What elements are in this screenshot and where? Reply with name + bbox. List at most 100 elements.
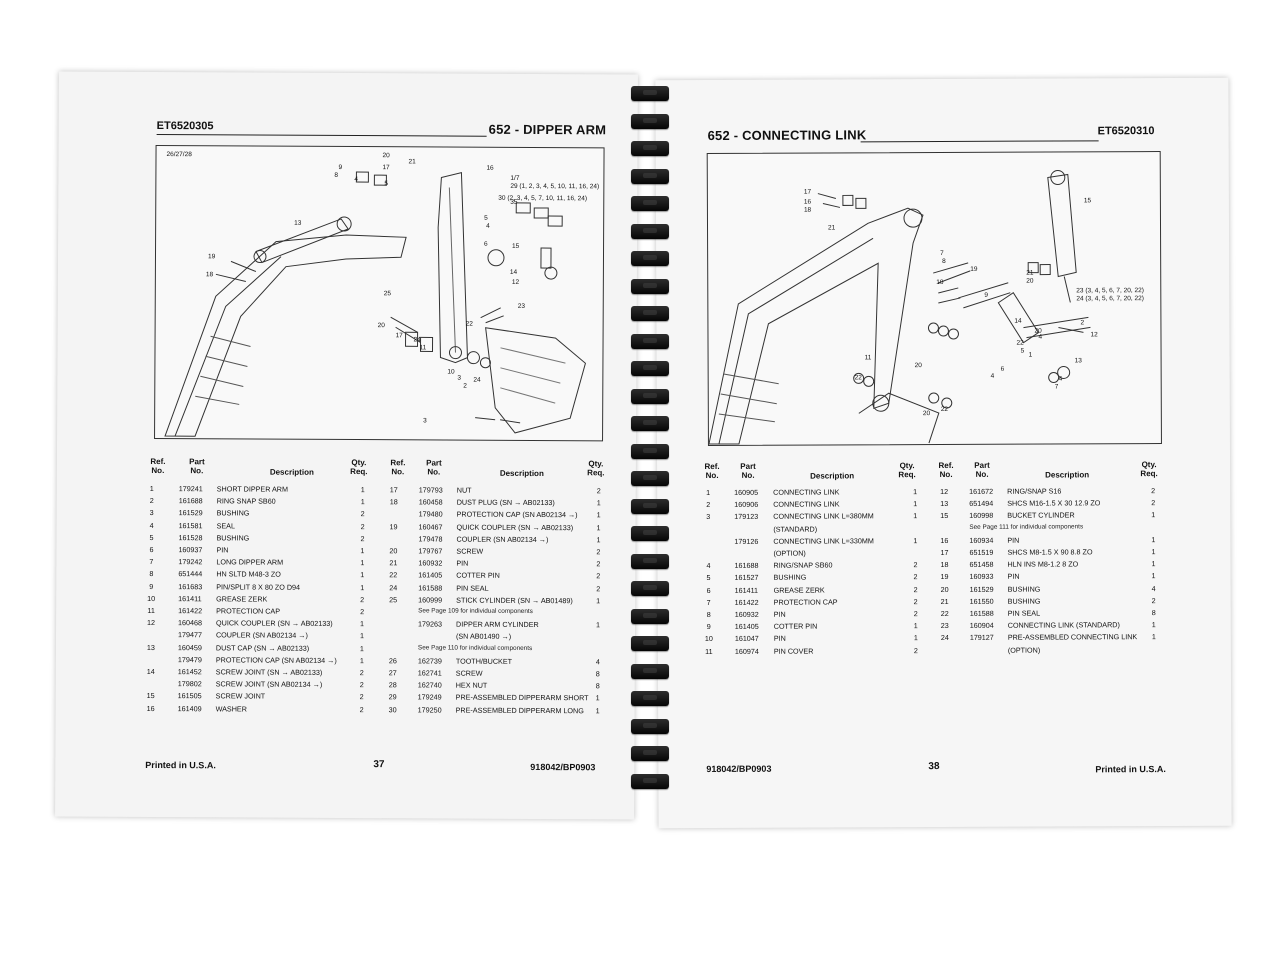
parts-qty: 2 — [913, 596, 918, 606]
parts-qty: 4 — [595, 657, 600, 667]
parts-ref: 24 — [389, 582, 398, 592]
parts-ref: 2 — [149, 496, 154, 506]
diagram-callout: 19 — [208, 253, 216, 260]
parts-ref: 17 — [389, 485, 398, 495]
parts-qty: 1 — [359, 631, 365, 641]
parts-qty: 2 — [913, 560, 918, 570]
page-number: 38 — [928, 761, 940, 773]
parts-part: 160459 — [177, 642, 202, 652]
binding-coil — [631, 471, 669, 486]
binding-coil — [631, 388, 669, 404]
header-qty-req-2: Qty. Req. — [1137, 460, 1161, 478]
parts-part: 160467 — [418, 521, 443, 532]
parts-desc: PIN — [216, 545, 229, 555]
parts-desc: CONNECTING LINK (STANDARD) — [1007, 620, 1120, 630]
parts-part: 161683 — [178, 581, 203, 591]
parts-qty: 8 — [595, 669, 600, 679]
parts-desc: PIN/SPLIT 8 X 80 ZO D94 — [216, 581, 301, 592]
parts-desc: DUST CAP (SN → AB02133) — [215, 642, 310, 653]
binding-coil — [631, 251, 669, 266]
parts-desc: BUSHING — [773, 572, 807, 583]
binding-coil — [631, 773, 669, 789]
parts-part: 160932 — [418, 558, 443, 568]
parts-qty: 2 — [1151, 595, 1156, 605]
parts-desc: BUSHING — [1007, 584, 1041, 594]
header-qty-label: Qty. Req. — [898, 461, 916, 480]
parts-part: 160999 — [418, 595, 443, 605]
parts-desc: DUST PLUG (SN → AB02133) — [456, 497, 555, 508]
header-rule — [156, 134, 487, 137]
parts-note: See Page 111 for individual components — [969, 522, 1084, 531]
parts-ref: 4 — [149, 520, 154, 530]
parts-ref: 6 — [706, 585, 711, 595]
parts-ref: 9 — [706, 622, 711, 632]
parts-part: 161527 — [734, 573, 759, 583]
parts-qty: 8 — [595, 681, 600, 691]
parts-desc: SCREW JOINT — [215, 691, 266, 701]
parts-part: 179479 — [177, 654, 202, 665]
parts-qty: 2 — [360, 521, 365, 531]
parts-note: See Page 110 for individual components — [417, 643, 533, 652]
parts-ref: 27 — [388, 668, 397, 678]
parts-qty: 1 — [1151, 534, 1156, 544]
diagram-callout: 24 (3, 4, 5, 6, 7, 20, 22) — [1076, 295, 1144, 302]
diagram-callout: 4 — [991, 373, 995, 380]
diagram-callout: 7 — [940, 250, 944, 257]
leader-dots — [456, 558, 586, 559]
parts-part: 179802 — [177, 679, 202, 689]
parts-desc: PIN — [456, 558, 469, 568]
header-ref-no-2: Ref. No. — [387, 458, 409, 476]
parts-ref: 8 — [149, 569, 154, 579]
binding-coil — [631, 526, 669, 541]
parts-part: 179242 — [178, 557, 203, 567]
binding-coil — [631, 691, 669, 706]
header-qty-req: Qty. Req. — [895, 461, 919, 479]
page-number: 37 — [373, 759, 385, 771]
diagram-callout: 24 — [414, 336, 422, 343]
parts-qty: 1 — [596, 620, 601, 630]
diagram-callout: 22 — [941, 406, 949, 413]
parts-ref: 13 — [146, 642, 155, 652]
header-ref-label-2: Ref. No. — [390, 458, 406, 477]
diagram-callout: 17 — [804, 189, 812, 196]
footer-doc-code: 918042/BP0903 — [706, 763, 772, 775]
parts-qty: 1 — [1151, 571, 1156, 581]
parts-row: (OPTION) — [938, 644, 1160, 656]
diagram-callout: 20 — [1034, 328, 1042, 335]
parts-part: 162739 — [417, 656, 442, 666]
parts-part: 161411 — [734, 585, 759, 595]
diagram-callout: 6 — [1001, 366, 1005, 373]
binding-coil — [631, 196, 669, 211]
binding-coil — [631, 361, 669, 376]
header-part-label-2: Part No. — [974, 460, 990, 479]
parts-qty: 2 — [913, 584, 918, 594]
parts-ref: 6 — [149, 544, 154, 554]
parts-part: 179767 — [418, 546, 443, 556]
diagram-callout: 17 — [382, 164, 390, 171]
parts-part: 179126 — [734, 536, 759, 546]
diagram-callout: 7 — [1055, 383, 1059, 390]
parts-ref: 15 — [940, 511, 949, 521]
binding-coil — [631, 416, 669, 431]
section-title: 652 - CONNECTING LINK — [707, 127, 867, 144]
right-page: 652 - CONNECTING LINK ET6520310 — [655, 77, 1232, 829]
diagram-callout: 2 — [463, 383, 467, 390]
header-ref-no-2: Ref. No. — [935, 461, 957, 479]
